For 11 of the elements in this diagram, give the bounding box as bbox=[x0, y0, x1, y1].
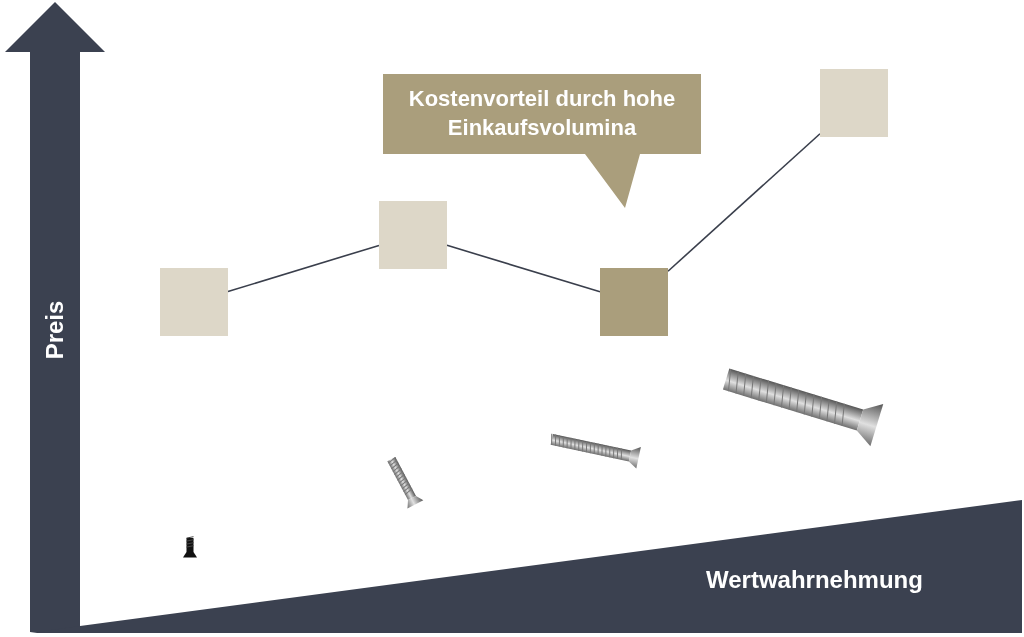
price-point-square bbox=[160, 268, 228, 336]
connecting-line bbox=[667, 132, 821, 273]
connecting-line bbox=[446, 244, 601, 293]
price-point-square bbox=[820, 69, 888, 137]
axis-label: Preis bbox=[41, 300, 69, 360]
callout-text: Kostenvorteil durch hohe Einkaufsvolumina bbox=[407, 85, 677, 142]
price-point-square bbox=[600, 268, 668, 336]
price-point-square bbox=[379, 201, 447, 269]
axis-label: Wertwahrnehmung bbox=[706, 566, 923, 594]
callout-bubble bbox=[383, 74, 701, 208]
connecting-line bbox=[227, 244, 380, 293]
